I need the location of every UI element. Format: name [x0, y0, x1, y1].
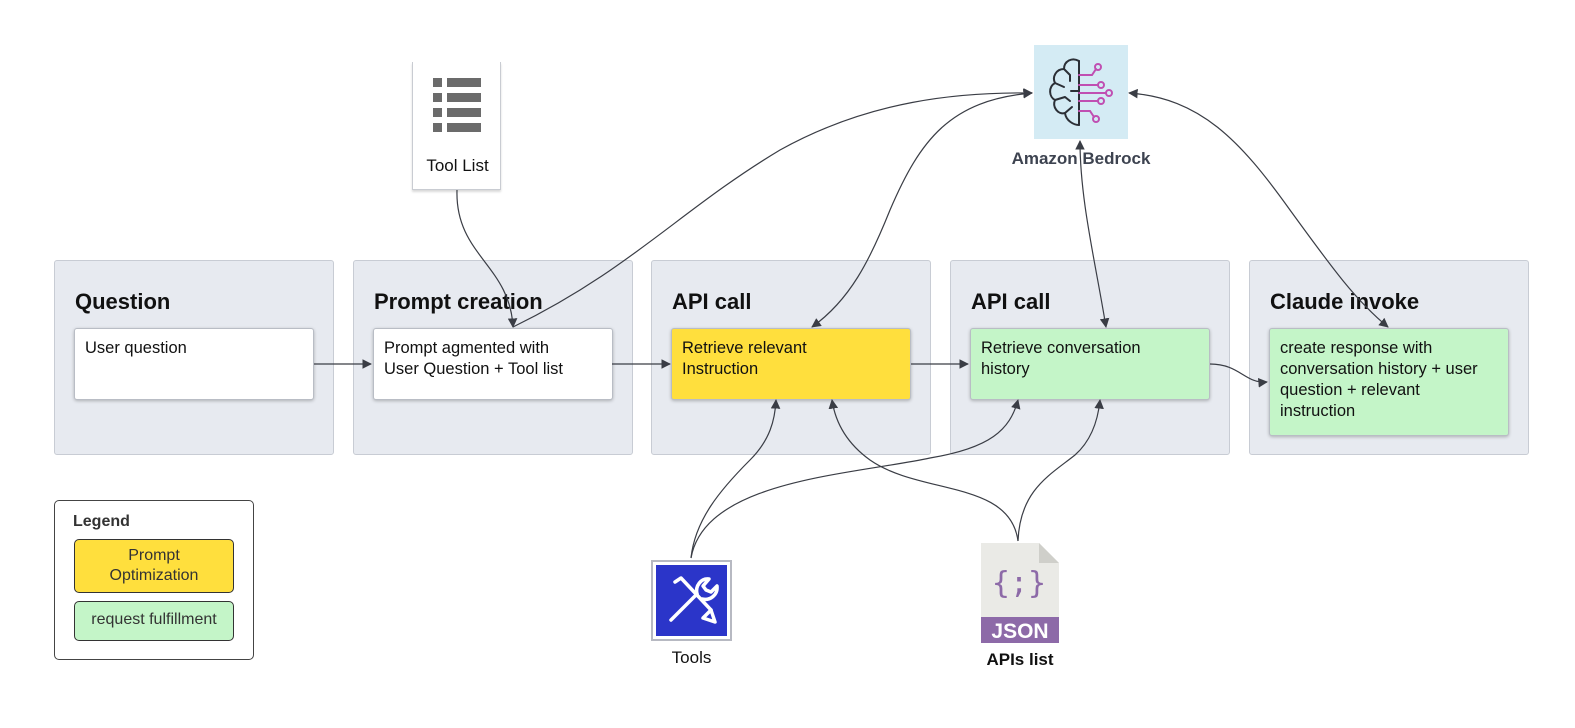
wrench-screwdriver-icon [656, 565, 727, 636]
apis-list-node[interactable]: JSON {;} [981, 543, 1059, 643]
bedrock-node[interactable] [1034, 45, 1128, 139]
node-create-response[interactable]: create response with conversation histor… [1269, 328, 1509, 436]
stage-question: Question User question [54, 260, 334, 455]
stage-title: Question [75, 289, 171, 314]
legend-item-prompt-optimization: Prompt Optimization [74, 539, 234, 593]
stage-api-call-history: API call Retrieve conversation history [950, 260, 1230, 455]
stage-api-call-instruction: API call Retrieve relevant Instruction [651, 260, 931, 455]
tools-node[interactable] [651, 560, 732, 641]
apis-label: APIs list [986, 650, 1054, 669]
json-glyph: {;} [992, 566, 1046, 601]
tools-label: Tools [671, 648, 712, 667]
stage-title: Claude invoke [1270, 289, 1420, 314]
stage-prompt-creation: Prompt creation Prompt agmented with Use… [353, 260, 633, 455]
tool-list-node[interactable]: Tool List [412, 62, 501, 190]
stage-title: API call [672, 289, 752, 314]
json-badge: JSON [991, 620, 1048, 643]
brain-circuit-icon [1049, 58, 1113, 126]
stage-title: API call [971, 289, 1051, 314]
node-user-question[interactable]: User question [74, 328, 314, 400]
stage-claude-invoke: Claude invoke create response with conve… [1249, 260, 1529, 455]
stage-title: Prompt creation [374, 289, 543, 314]
bedrock-label: Amazon Bedrock [1011, 149, 1151, 168]
list-icon [433, 78, 481, 132]
json-file-icon: JSON {;} [981, 543, 1059, 643]
legend: Legend Prompt Optimization request fulfi… [54, 500, 254, 660]
node-prompt-augmented[interactable]: Prompt agmented with User Question + Too… [373, 328, 613, 400]
tool-list-label: Tool List [426, 156, 489, 175]
node-retrieve-history[interactable]: Retrieve conversation history [970, 328, 1210, 400]
legend-item-request-fulfillment: request fulfillment [74, 601, 234, 641]
legend-title: Legend [73, 513, 130, 530]
node-retrieve-instruction[interactable]: Retrieve relevant Instruction [671, 328, 911, 400]
